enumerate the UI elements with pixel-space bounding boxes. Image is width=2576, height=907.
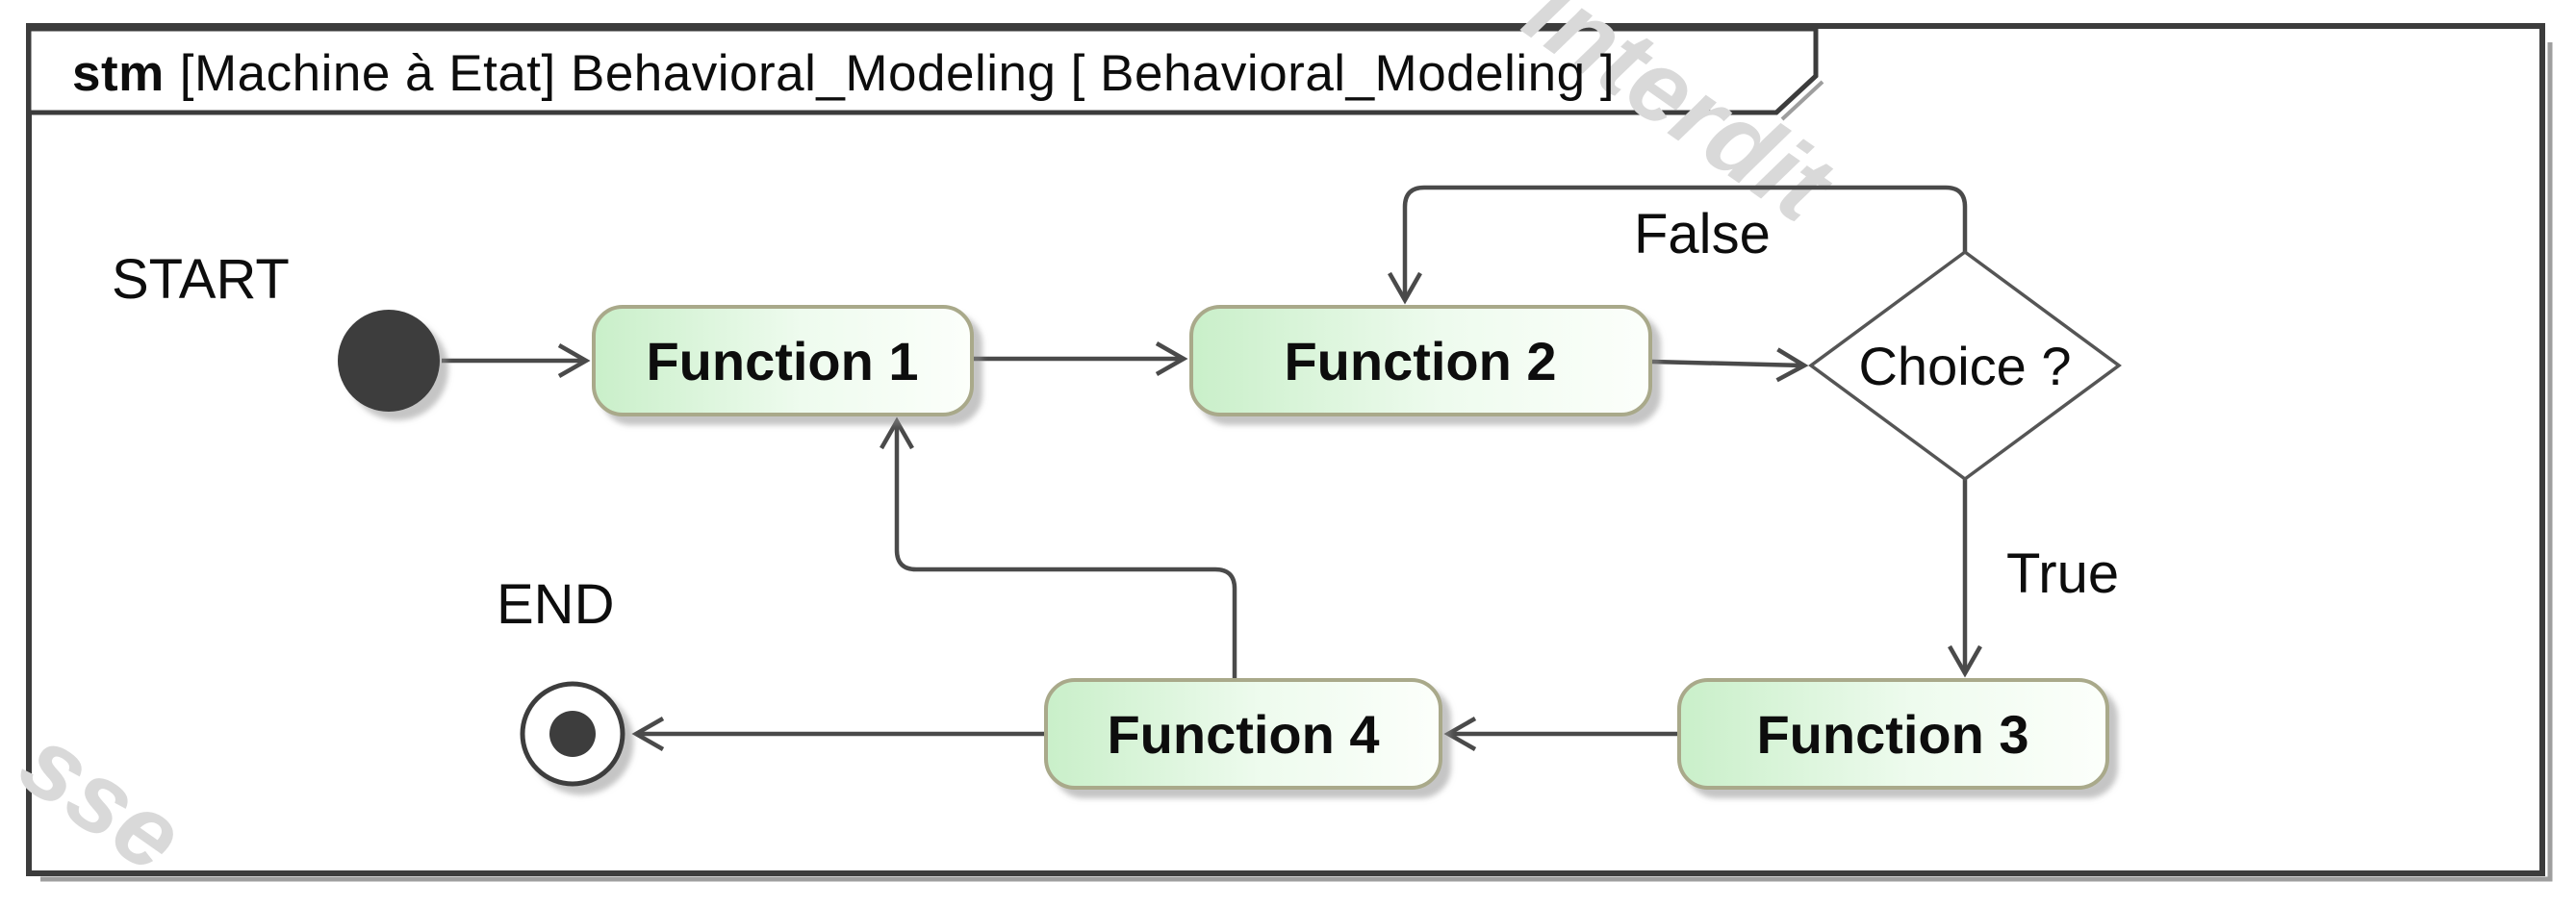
choice-diamond[interactable]: [1808, 249, 2122, 482]
title-tab: [26, 26, 1819, 115]
state-function-1-shape[interactable]: [592, 305, 974, 416]
state-function-2[interactable]: Function 2: [1189, 305, 1652, 416]
transition-f4-to-f1[interactable]: [880, 416, 1237, 678]
frame-shadow: [40, 42, 2553, 882]
diagram-frame: [26, 23, 2545, 876]
state-function-4-shape[interactable]: [1044, 678, 1442, 790]
diagram-title: stm [Machine à Etat] Behavioral_Modeling …: [72, 45, 1615, 102]
title-tab-shadow: [1780, 80, 1824, 121]
title-text: [Machine à Etat] Behavioral_Modeling [ B…: [180, 45, 1615, 102]
final-state-inner-circle: [549, 711, 596, 757]
choice-node[interactable]: Choice ?: [1808, 249, 2122, 482]
transition-guard-false: False: [1634, 203, 1771, 265]
end-label: END: [497, 573, 614, 636]
state-function-3[interactable]: Function 3: [1677, 678, 2109, 790]
state-function-4-label: Function 4: [1107, 704, 1379, 765]
start-label: START: [112, 248, 290, 311]
state-function-3-label: Function 3: [1756, 704, 2028, 765]
state-function-1[interactable]: Function 1: [592, 305, 974, 416]
state-function-1-label: Function 1: [646, 331, 918, 391]
final-state-node[interactable]: [520, 681, 625, 787]
transition-f2-to-choice[interactable]: [1651, 347, 1809, 383]
state-function-4[interactable]: Function 4: [1044, 678, 1442, 790]
initial-state-node[interactable]: [338, 310, 440, 412]
state-function-2-shape[interactable]: [1189, 305, 1652, 416]
title-keyword: stm: [72, 45, 165, 102]
transition-guard-true: True: [2006, 542, 2119, 605]
state-function-2-label: Function 2: [1284, 331, 1556, 391]
choice-label: Choice ?: [1858, 336, 2071, 396]
state-function-3-shape[interactable]: [1677, 678, 2109, 790]
transition-choice-to-f2-false[interactable]: [1388, 185, 1968, 305]
